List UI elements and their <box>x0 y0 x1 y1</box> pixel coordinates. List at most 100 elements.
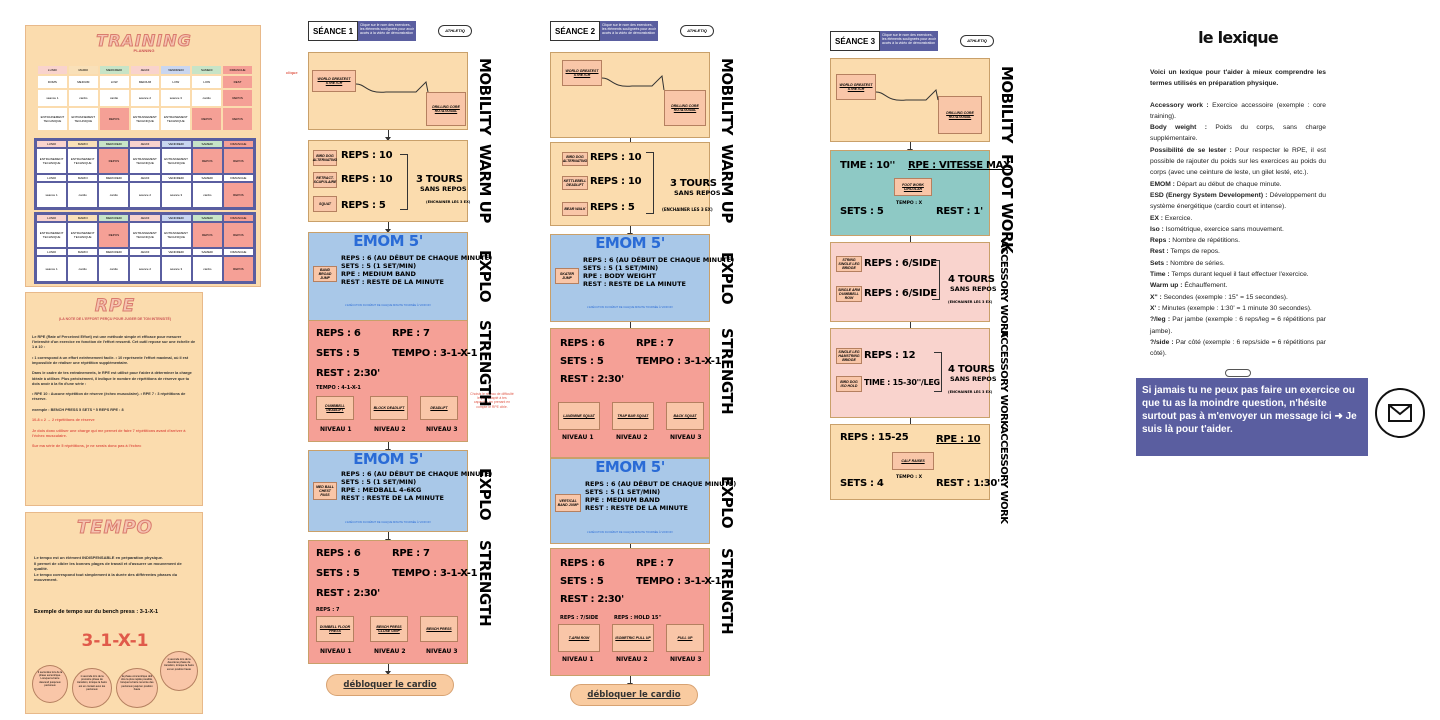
exercise-level-1[interactable]: DUMBBELL DEADLIFT <box>316 396 354 420</box>
logo-badge: ATHLETIQ <box>680 25 715 37</box>
lexique-definition: Isométrique, exercice sans mouvement. <box>1165 225 1284 233</box>
exercise-skater-jump[interactable]: SKATER JUMP <box>555 268 579 284</box>
lexique-item: Time : Temps durant lequel il faut effec… <box>1150 269 1326 280</box>
planning-cell: LUNDI <box>37 141 67 147</box>
unlock-cardio-button[interactable]: débloquer le cardio <box>570 684 698 706</box>
lexique-item: EX : Exercice. <box>1150 213 1326 224</box>
flow-arrow <box>907 142 913 153</box>
planning-cell: LOW <box>161 76 191 88</box>
planning-cell: MARDI <box>68 249 98 255</box>
exercise-bird-dog-iso[interactable]: BIRD DOG ISO HOLD <box>836 376 862 392</box>
exercise-single-arm-row[interactable]: SINGLE ARM DUMBBELL ROW <box>836 286 862 302</box>
emom-title-2: EMOM 5' <box>353 450 423 468</box>
planning-cell: MARDI <box>68 66 98 74</box>
warmup-enchainer: (ENCHAINER LES 3 EX) <box>662 207 713 212</box>
explo-side-label: EXPLO <box>718 476 736 529</box>
planning-cell: ENTRAINEMENT TECHNIQUE <box>161 149 191 173</box>
exercise-level-1[interactable]: LANDMINE SQUAT <box>558 402 600 430</box>
accessory-reps-2: REPS : 6/SIDE <box>864 288 937 299</box>
planning-cell: VENDREDI <box>161 249 191 255</box>
exercise-vertical-band-jump[interactable]: VERTICAL BAND JUMP <box>555 494 581 512</box>
strength-rpe: RPE : 7 <box>392 548 430 559</box>
strength-side-label: STRENGTH <box>476 540 494 627</box>
exercise-retract-scap[interactable]: RETRACT. SCAPULAIRE <box>313 172 337 188</box>
planning-cell: REST <box>223 76 252 88</box>
contact-banner[interactable]: Si jamais tu ne peux pas faire un exerci… <box>1136 378 1368 456</box>
planning-cell: MERCREDI <box>99 215 129 221</box>
planning-cell: LUNDI <box>37 249 67 255</box>
strength-section-1 <box>550 328 710 458</box>
lexique-definition: Secondes (exemple : 15'' = 15 secondes). <box>1163 293 1288 301</box>
exercise-bear-walk[interactable]: BEAR WALK <box>562 202 588 216</box>
strength-reps: REPS : 6 <box>316 328 361 339</box>
strength-rest: REST : 2:30' <box>316 588 380 599</box>
message-button[interactable] <box>1375 388 1425 438</box>
exercise-level-2[interactable]: TRAP BAR SQUAT <box>612 402 654 430</box>
planning-cell: ENTRAINEMENT TECHNIQUE <box>68 149 98 173</box>
lexique-panel: le lexique Voici un lexique pour t'aider… <box>1150 28 1326 378</box>
exercise-string-single-leg[interactable]: STRING SINGLE LEG BRIDGE <box>836 256 862 272</box>
lexique-term: Body weight : <box>1150 124 1216 132</box>
lexique-definition: Nombre de répétitions. <box>1172 237 1240 245</box>
planning-cell: ENTRAINEMENT TECHNIQUE <box>130 149 160 173</box>
strength-reps-small: REPS : 7 <box>316 607 340 613</box>
calf-sets: SETS : 4 <box>840 478 884 489</box>
lexique-definition: Départ au début de chaque minute. <box>1176 180 1282 188</box>
seance-2-column: SÉANCE 2 Clique sur le nom des exercices… <box>550 18 740 708</box>
seance-3-header: SÉANCE 3 Clique sur le nom des exercices… <box>830 30 995 52</box>
accessory-reps-12: REPS : 12 <box>864 350 916 361</box>
exercise-squat[interactable]: SQUAT <box>313 196 337 212</box>
planning-cell: VENDREDI <box>161 215 191 221</box>
emom-line: SETS : 5 (1 SET/MIN) <box>585 488 661 496</box>
exercise-level-3[interactable]: BACK SQUAT <box>666 402 704 430</box>
exercise-world-greatest-stretch[interactable]: WORLD GREATEST STRETCH <box>562 60 602 86</box>
accessory-bracket <box>932 260 940 300</box>
planning-cell: séance 2 <box>130 183 160 207</box>
level-2-label: NIVEAU 2 <box>616 434 648 441</box>
lexique-item: Rest : Temps de repos. <box>1150 246 1326 257</box>
exercise-bird-dog[interactable]: BIRD DOG ALTERNATING <box>562 152 588 166</box>
emom-line: REST : RESTE DE LA MINUTE <box>583 280 686 288</box>
unlock-cardio-button[interactable]: débloquer le cardio <box>326 674 454 696</box>
planning-cell: REPOS <box>223 149 253 173</box>
planning-cell: ENTRAINEMENT TECHNIQUE <box>130 108 160 130</box>
accessory-side-label: ACCESSORY WORK <box>998 330 1009 428</box>
emom-title-2: EMOM 5' <box>595 458 665 476</box>
seance-2-hint: Clique sur le nom des exercices, les élé… <box>600 21 659 41</box>
rpe-p7: Je dois donc utiliser une charge qui me … <box>32 428 186 438</box>
exercise-footwork-circular[interactable]: FOOT WORK CIRCULAR <box>894 178 932 196</box>
exercise-level-2[interactable]: BENCH PRESS CLOSE GRIP <box>370 616 408 642</box>
emom-line: REST : RESTE DE LA MINUTE <box>341 494 444 502</box>
planning-cell: DOMS <box>38 76 67 88</box>
exercise-level-3[interactable]: DEADLIFT <box>420 396 458 420</box>
exercise-calf-raises[interactable]: CALF RAISES <box>892 452 934 470</box>
exercise-drilling-core[interactable]: DRILLING CORE ROTATIONAL <box>664 90 706 126</box>
exercise-kettlebell[interactable]: KETTLEBELL DEADLIFT <box>562 176 588 190</box>
lexique-item: Body weight : Poids du corps, sans charg… <box>1150 122 1326 145</box>
exercise-world-greatest-stretch[interactable]: WORLD GREATEST STRETCH <box>312 70 356 92</box>
exercise-level-1[interactable]: DUMBELL FLOOR PRESS <box>316 616 354 642</box>
lexique-item: Reps : Nombre de répétitions. <box>1150 235 1326 246</box>
exercise-bird-dog[interactable]: BIRD DOG ALTERNATING <box>313 150 337 166</box>
warmup-reps-3: REPS : 5 <box>341 200 386 211</box>
exercise-level-3[interactable]: BENCH PRESS <box>420 616 458 642</box>
mobility-flow-line <box>356 80 429 93</box>
mobility-side-label: MOBILITY <box>998 66 1016 143</box>
exercise-drilling-core[interactable]: DRILLING CORE ROTATIONAL <box>426 92 466 126</box>
exercise-med-ball[interactable]: MED BALL CHEST PASS <box>313 482 337 500</box>
exercise-level-3[interactable]: PULL UP <box>666 624 704 652</box>
lexique-item: Accessory work : Exercice accessoire (ex… <box>1150 100 1326 123</box>
exercise-level-1[interactable]: T-ARM ROW <box>558 624 600 652</box>
level-1-label: NIVEAU 1 <box>562 656 594 663</box>
emom-line: REPS : 6 (AU DÉBUT DE CHAQUE MINUTE) <box>583 256 735 264</box>
exercise-world-greatest-stretch[interactable]: WORLD GREATEST STRETCH <box>836 74 876 100</box>
exercise-level-2[interactable]: BLOCK DEADLIFT <box>370 396 408 420</box>
exercise-band-broad-jump[interactable]: BAND BROAD JUMP <box>313 266 337 282</box>
mobility-flow-line <box>602 74 665 91</box>
exercise-hamstring-bridge[interactable]: SINGLE LEG HAMSTRING BRIDGE <box>836 348 862 364</box>
exercise-level-2[interactable]: ISOMETRIC PULL UP <box>612 624 654 652</box>
exercise-drilling-core[interactable]: DRILLING CORE ROTATIONAL <box>938 96 982 134</box>
strength-section-2 <box>308 540 468 664</box>
